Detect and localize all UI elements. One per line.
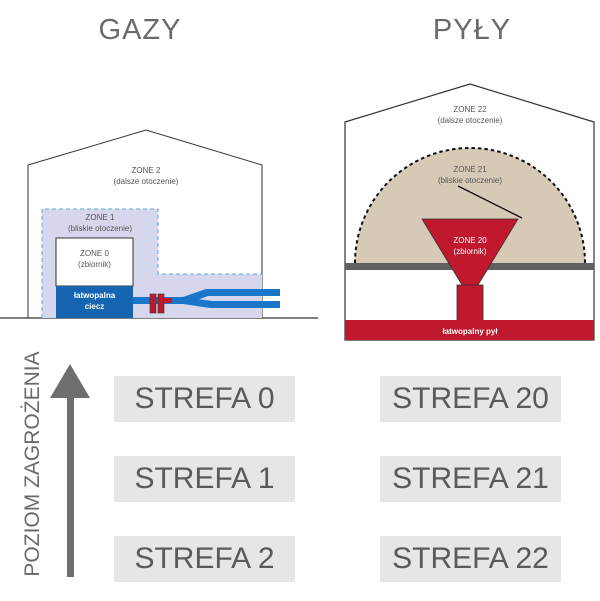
heading-dusts: PYŁY (432, 14, 512, 46)
zone2-title: ZONE 2 (132, 166, 161, 175)
zone20-title: ZONE 20 (453, 236, 487, 245)
liquid-label-line2: ciecz (85, 302, 105, 311)
zone20-subtitle: (zbiornik) (454, 247, 487, 256)
arrow-shaft (67, 397, 74, 577)
flammable-liquid (56, 286, 133, 318)
zone0-tank (55, 237, 134, 287)
zone1-boundary (41, 208, 262, 318)
strefa-21-box: STREFA 21 (380, 456, 561, 502)
zone0-subtitle: (zbiornik) (78, 260, 111, 269)
flammable-dust (345, 320, 594, 340)
zone22-subtitle: (dalsze otoczenie) (438, 116, 503, 125)
strefa-22-box: STREFA 22 (380, 536, 561, 582)
flange-left (149, 293, 157, 314)
gas-building: ZONE 2 (dalsze otoczenie) ZONE 1 (bliski… (0, 129, 318, 319)
pipe-upper (183, 289, 280, 304)
zone21-dome (355, 148, 585, 263)
zone0-title: ZONE 0 (80, 249, 109, 258)
zone2-subtitle: (dalsze otoczenie) (114, 177, 179, 186)
zone21-pointer-line (457, 185, 523, 219)
zone21-boundary (354, 147, 586, 264)
dust-label: łatwopalny pył (442, 327, 498, 336)
strefa-20-box: STREFA 20 (380, 376, 561, 422)
hazard-level-arrow (50, 364, 90, 577)
hopper-outlet (456, 284, 484, 322)
zone22-title: ZONE 22 (453, 105, 487, 114)
zone21-subtitle: (bliskie otoczenie) (438, 176, 502, 185)
strefa-0-box: STREFA 0 (114, 376, 295, 422)
flange-neck (164, 298, 172, 303)
zone21-title: ZONE 21 (453, 165, 487, 174)
pipes (133, 289, 280, 314)
arrow-head (50, 364, 90, 398)
strefa-2-box: STREFA 2 (114, 536, 295, 582)
liquid-label-line1: łatwopalna (74, 291, 116, 300)
pipe-lower (183, 297, 280, 308)
zone1-title: ZONE 1 (86, 213, 115, 222)
heading-gases: GAZY (98, 14, 182, 46)
dust-building: ZONE 22 (dalsze otoczenie) ZONE 21 (blis… (344, 83, 595, 341)
zone1-subtitle: (bliskie otoczenie) (68, 224, 132, 233)
flange-right (157, 293, 165, 314)
hazard-level-label: POZIOM ZAGROŻENIA (21, 351, 44, 577)
strefa-1-box: STREFA 1 (114, 456, 295, 502)
